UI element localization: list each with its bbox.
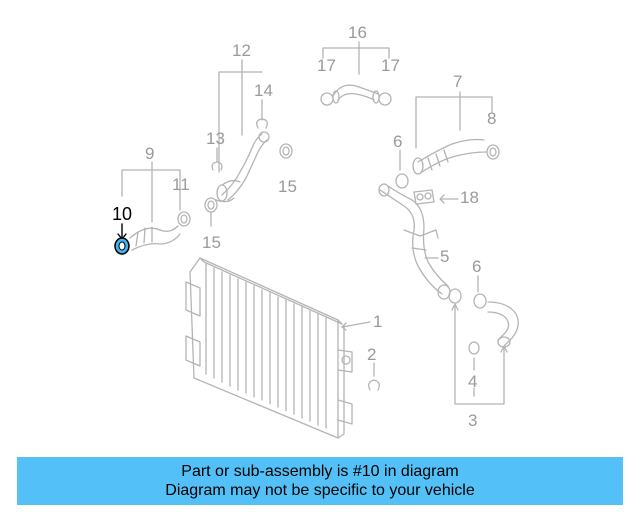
- callout-13[interactable]: 13: [206, 129, 225, 148]
- lower-hose-3: [468, 293, 519, 355]
- callout-15-right[interactable]: 15: [278, 177, 297, 196]
- callout-3[interactable]: 3: [468, 411, 478, 430]
- callout-6-lower[interactable]: 6: [472, 257, 482, 276]
- callout-17-right[interactable]: 17: [381, 56, 400, 75]
- seal-ring-10: [114, 237, 130, 255]
- callout-2[interactable]: 2: [367, 345, 377, 364]
- callout-9[interactable]: 9: [145, 144, 155, 163]
- callout-16[interactable]: 16: [348, 23, 367, 42]
- callout-6-upper[interactable]: 6: [393, 132, 403, 151]
- callout-17-left[interactable]: 17: [317, 56, 336, 75]
- pipe-5: [378, 183, 462, 304]
- banner-line-part: Part or sub-assembly is #10 in diagram: [181, 463, 459, 480]
- info-banner: Part or sub-assembly is #10 in diagram D…: [17, 457, 623, 505]
- upper-hose-16: [320, 84, 392, 106]
- callout-5[interactable]: 5: [440, 247, 450, 266]
- hose-12: [215, 131, 270, 203]
- callout-11[interactable]: 11: [172, 175, 190, 194]
- clamp-2: [368, 379, 380, 391]
- intercooler-1: [185, 257, 353, 439]
- clamp-13: [211, 161, 223, 171]
- callout-15-left[interactable]: 15: [202, 233, 221, 252]
- hose-9: [129, 211, 191, 251]
- sensor-18: [413, 189, 435, 205]
- callout-12[interactable]: 12: [232, 41, 251, 60]
- callout-4[interactable]: 4: [468, 372, 478, 391]
- callout-18[interactable]: 18: [460, 188, 479, 207]
- leader-lines: [117, 41, 508, 405]
- callout-1[interactable]: 1: [373, 312, 383, 331]
- clamp-15-upper: [279, 143, 293, 159]
- clamp-14: [256, 118, 268, 129]
- callout-7[interactable]: 7: [453, 72, 463, 91]
- callout-8[interactable]: 8: [487, 109, 497, 128]
- clamp-15-lower: [204, 197, 218, 213]
- callout-10[interactable]: 10: [112, 204, 133, 224]
- hose-7: [395, 138, 500, 189]
- callout-14[interactable]: 14: [254, 81, 273, 100]
- banner-line-disclaimer: Diagram may not be specific to your vehi…: [165, 482, 475, 499]
